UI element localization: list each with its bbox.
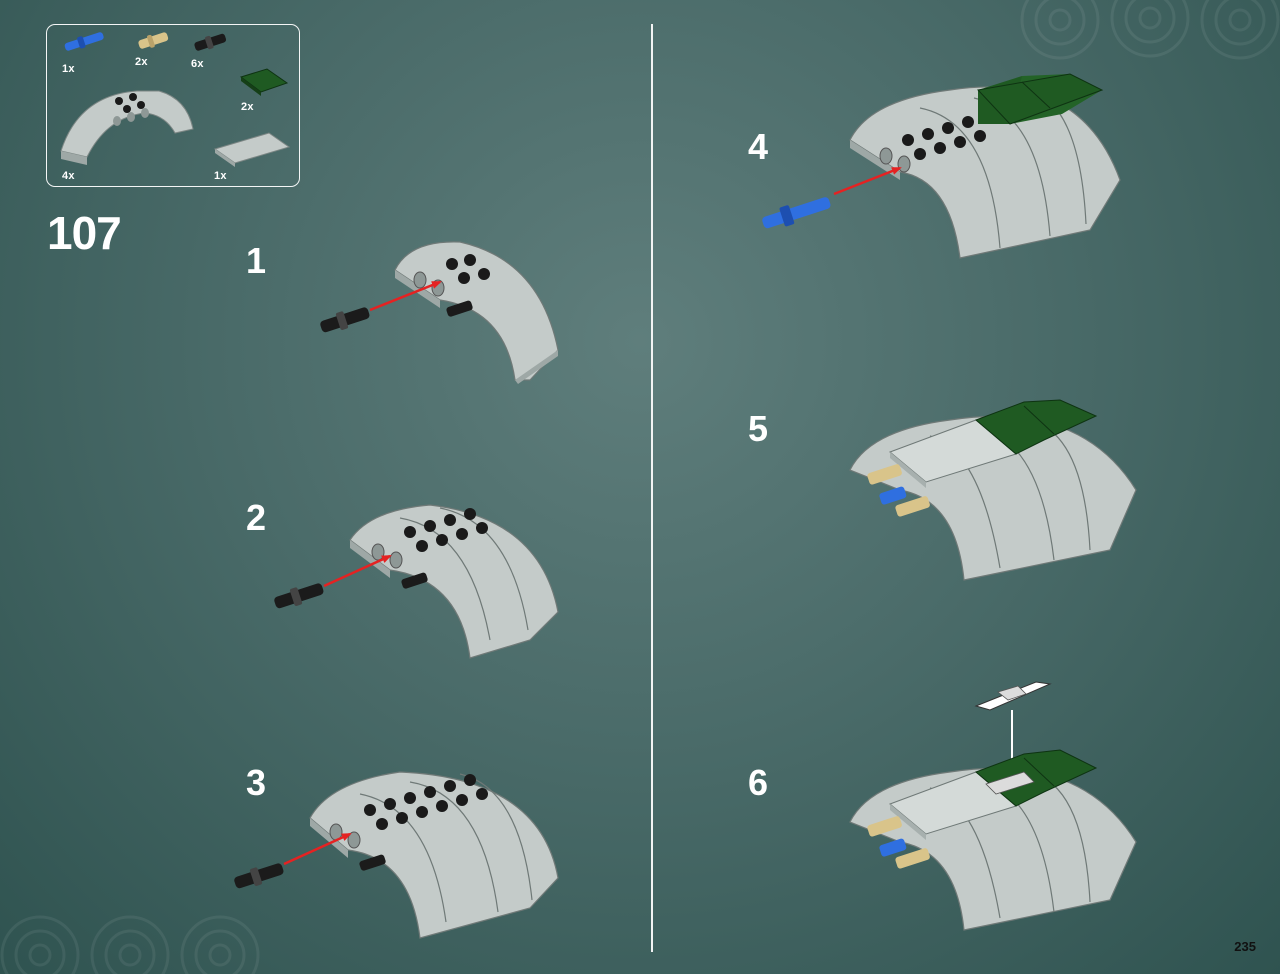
blue-pin-icon (762, 197, 831, 229)
sticker-applied-icon (985, 771, 1035, 795)
sub-step-number-3: 3 (246, 762, 267, 803)
page-divider (651, 24, 653, 952)
qty-green-tile: 2x (241, 101, 254, 113)
qty-tan-pin: 2x (135, 56, 148, 68)
qty-gray-tile: 1x (214, 170, 227, 182)
sub-step-number-5: 5 (748, 408, 769, 449)
sticker-callout-icon (974, 681, 1052, 770)
qty-blue-pin: 1x (62, 63, 75, 75)
step-3-illustration (234, 771, 559, 939)
gray-tile-icon (213, 132, 291, 167)
qty-curved-brick: 4x (62, 170, 75, 182)
qty-black-pin: 6x (191, 58, 204, 70)
step-5-illustration (849, 399, 1137, 581)
blue-axle-pin-icon (64, 32, 104, 51)
tan-pin-icon-2 (895, 496, 930, 517)
green-tile-icon (975, 399, 1098, 455)
sub-step-number-4: 4 (748, 126, 769, 167)
black-pin-icon (320, 307, 370, 333)
black-friction-pin-icon (194, 33, 227, 51)
step-1-illustration (320, 241, 559, 384)
green-tile-icon (975, 749, 1098, 807)
step-4-illustration (762, 73, 1121, 259)
black-pin-inserted-icon (446, 300, 473, 317)
blue-pin-icon (879, 486, 907, 505)
step-2-illustration (274, 504, 559, 659)
sub-step-number-2: 2 (246, 497, 267, 538)
curved-brick-icon (60, 90, 194, 165)
parts-list-box: 1x 2x 6x 2x 4x 1x (46, 24, 300, 187)
tan-pin-icon (867, 464, 902, 485)
sub-step-number-1: 1 (246, 240, 267, 281)
parts-illustrations (60, 32, 291, 167)
step-6-illustration (849, 681, 1137, 931)
green-tile-icon (976, 73, 1104, 125)
dark-green-tile-icon (239, 68, 289, 96)
sub-step-number-6: 6 (748, 762, 769, 803)
insert-arrow (369, 280, 442, 312)
page-number: 235 (1234, 939, 1256, 954)
tan-axle-pin-icon (138, 32, 169, 49)
main-step-number: 107 (47, 207, 122, 259)
